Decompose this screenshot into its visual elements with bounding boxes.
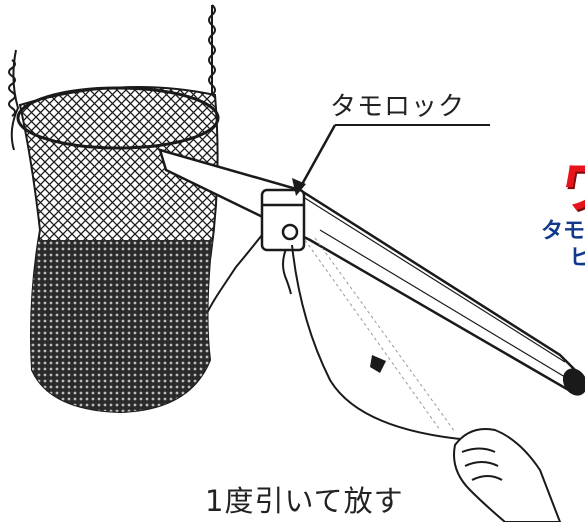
blue-text-line-2: ヒ xyxy=(569,246,585,271)
tamolock-label: タモロック xyxy=(330,92,466,122)
pull-string xyxy=(291,244,471,441)
net-rim xyxy=(16,86,220,150)
left-chain xyxy=(8,49,20,151)
hand xyxy=(453,428,562,522)
motion-arrow-icon xyxy=(370,355,386,373)
net-bag xyxy=(18,86,219,414)
blue-text-line-1: タモ xyxy=(541,219,585,244)
string-motion-lines xyxy=(304,237,456,433)
tamolock-clamp xyxy=(260,188,306,252)
callout-arrow xyxy=(292,124,490,196)
caption-pull-release: 1度引いて放す xyxy=(205,484,404,518)
right-chain xyxy=(208,4,216,96)
